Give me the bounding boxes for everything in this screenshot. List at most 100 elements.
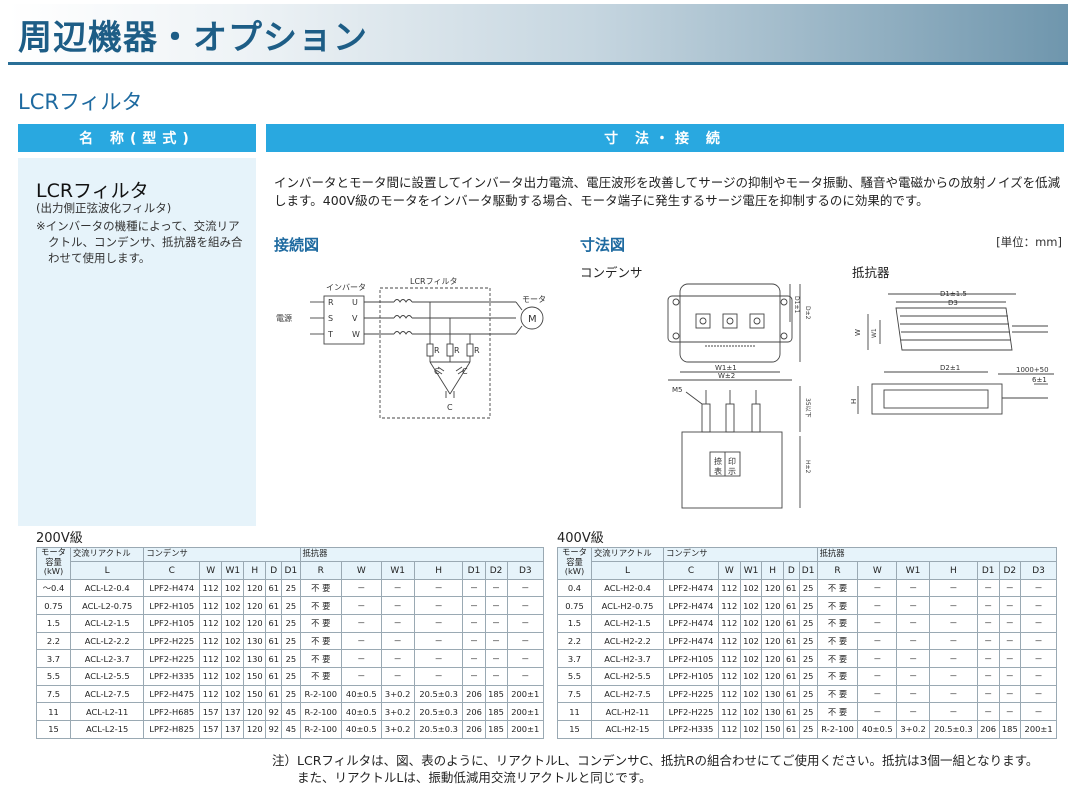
- table-cell: 不 要: [816, 684, 859, 704]
- table-cell: －: [341, 578, 382, 598]
- header-dimensions-connection: 寸 法・接 続: [266, 124, 1064, 152]
- table-cell: R-2-100: [299, 684, 343, 704]
- table-cell: 112: [718, 613, 741, 633]
- table-cell: －: [506, 649, 545, 668]
- table-cell: ～0.4: [36, 578, 71, 598]
- table-cell: 不 要: [299, 613, 343, 633]
- grade-400-label: 400V級: [557, 531, 604, 546]
- res-d2-label: D2±1: [940, 364, 960, 372]
- page-subtitle: LCRフィルタ: [18, 90, 143, 114]
- table-cell: 120: [761, 666, 785, 686]
- table-cell: 137: [221, 720, 245, 739]
- col-reactor: 交流リアクトル: [69, 547, 145, 562]
- table-cell: 112: [718, 702, 741, 721]
- table-cell: ACL-L2-0.4: [69, 578, 145, 598]
- table-cell: 102: [739, 684, 763, 704]
- table-cell: －: [998, 702, 1022, 721]
- table-cell: －: [380, 578, 415, 598]
- table-cell: 不 要: [299, 596, 343, 615]
- resistor-r2: R: [454, 346, 460, 355]
- filter-label: LCRフィルタ: [410, 277, 457, 286]
- col-res-dim: H: [928, 560, 978, 580]
- table-cell: ACL-H2-0.4: [590, 578, 665, 598]
- table-cell: 112: [199, 578, 223, 598]
- table-cell: －: [506, 666, 545, 686]
- col-res-dim: W: [857, 560, 898, 580]
- table-cell: 157: [199, 720, 223, 739]
- dimensions-heading: 寸法図: [580, 236, 626, 254]
- table-cell: 61: [265, 596, 283, 615]
- table-cell: －: [380, 613, 415, 633]
- table-cell: －: [976, 578, 1000, 598]
- cap-top-label: 35以下: [804, 398, 811, 418]
- table-cell: 112: [718, 649, 741, 668]
- table-cell: LPF2-H105: [143, 596, 201, 615]
- product-name: LCRフィルタ: [36, 180, 149, 202]
- motor-symbol: M: [528, 314, 537, 325]
- table-cell: －: [896, 578, 930, 598]
- cap-hole-label: M5: [672, 386, 683, 394]
- table-cell: －: [484, 666, 508, 686]
- table-cell: 150: [761, 720, 785, 739]
- table-cell: 61: [265, 631, 283, 651]
- col-res-dim: D2: [484, 560, 508, 580]
- capacitor-drawing: W1±1 W±2 D1±1 D±2 M5 35以下 H±2 捺 表 印 示: [667, 283, 811, 509]
- table-cell: －: [976, 596, 1000, 615]
- col-motor-line: 容量: [566, 556, 583, 567]
- table-cell: 120: [243, 702, 267, 721]
- table-cell: 不 要: [299, 649, 343, 668]
- table-cell: 25: [798, 702, 818, 721]
- table-cell: LPF2-H474: [663, 596, 719, 615]
- table-cell: LPF2-H335: [663, 720, 719, 739]
- table-cell: 20.5±0.3: [413, 702, 464, 721]
- table-cell: －: [857, 684, 898, 704]
- res-d1-label: D1±1.5: [940, 290, 967, 298]
- table-cell: 92: [265, 702, 283, 721]
- table-cell: 120: [761, 631, 785, 651]
- col-capacitor: コンデンサ: [663, 547, 818, 562]
- table-cell: ACL-H2-0.75: [590, 596, 665, 615]
- table-cell: 120: [243, 596, 267, 615]
- table-cell: －: [928, 702, 978, 721]
- table-cell: 61: [783, 631, 800, 651]
- res-strip-label: 6±1: [1032, 376, 1047, 384]
- col-capacitor-letter: C: [143, 560, 201, 580]
- table-cell: ACL-L2-11: [69, 702, 145, 721]
- table-cell: －: [928, 666, 978, 686]
- table-cell: 3.7: [36, 649, 71, 668]
- col-cap-dim: D: [265, 560, 283, 580]
- table-cell: 25: [281, 666, 301, 686]
- table-cell: 120: [243, 578, 267, 598]
- table-cell: LPF2-H825: [143, 720, 201, 739]
- table-cell: 0.4: [557, 578, 592, 598]
- table-cell: 150: [243, 684, 267, 704]
- table-cell: －: [506, 578, 545, 598]
- table-cell: ACL-L2-15: [69, 720, 145, 739]
- table-cell: 5.5: [557, 666, 592, 686]
- table-cell: －: [928, 613, 978, 633]
- table-cell: 130: [761, 702, 785, 721]
- stamp-char-2: 表: [714, 466, 722, 476]
- table-cell: －: [1020, 649, 1057, 668]
- res-w-label: W: [854, 329, 862, 336]
- col-cap-dim: W1: [739, 560, 763, 580]
- table-cell: －: [976, 631, 1000, 651]
- res-d3-label: D3: [948, 299, 958, 307]
- table-cell: －: [998, 684, 1022, 704]
- table-cell: 200±1: [1020, 720, 1057, 739]
- table-cell: 7.5: [557, 684, 592, 704]
- col-res-dim: D1: [976, 560, 1000, 580]
- product-note: ※インバータの機種によって、交流リアクトル、コンデンサ、抵抗器を組み合わせて使用…: [36, 219, 243, 265]
- name-panel: [18, 158, 256, 526]
- table-cell: LPF2-H474: [143, 578, 201, 598]
- table-cell: LPF2-H685: [143, 702, 201, 721]
- table-cell: －: [380, 649, 415, 668]
- table-cell: －: [896, 631, 930, 651]
- table-cell: 150: [243, 666, 267, 686]
- page-title: 周辺機器・オプション: [18, 18, 368, 58]
- table-cell: －: [484, 578, 508, 598]
